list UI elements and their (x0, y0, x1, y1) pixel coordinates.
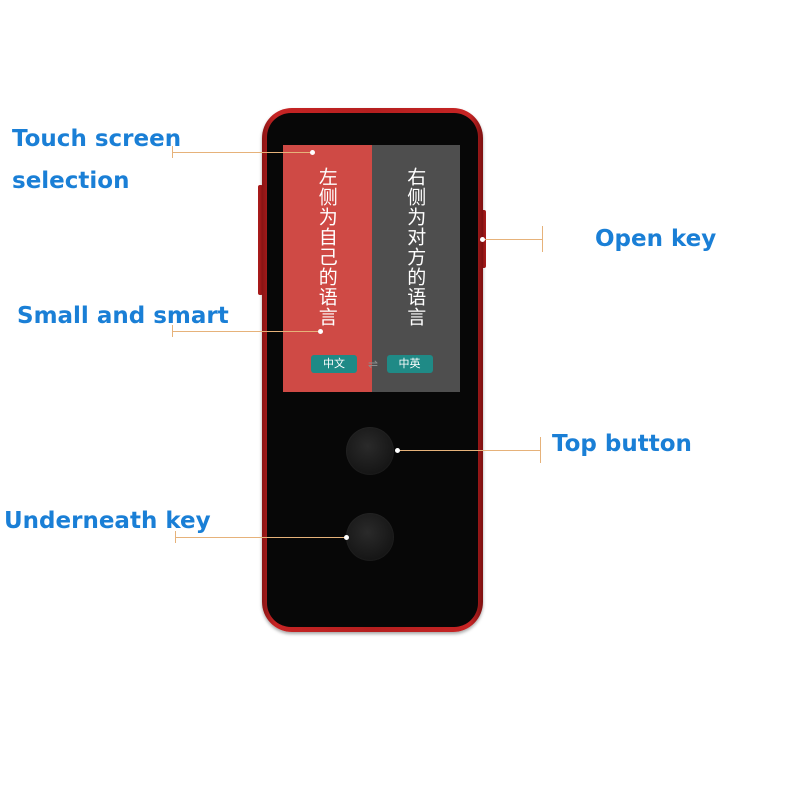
touch-screen-callout-line1: Touch screen (12, 126, 182, 152)
top-button-leader-dot (395, 448, 400, 453)
small-smart-leader-dot (318, 329, 323, 334)
underneath-key-callout: Underneath key (4, 508, 211, 534)
touch-screen: 左侧为自己的语言 中文 右侧为对方的语言 中英 (283, 145, 460, 392)
touch-screen-leader (172, 152, 312, 153)
left-side-key (258, 185, 263, 295)
left-language-badge: 中文 (311, 355, 357, 373)
underneath-key-leader-tick (175, 531, 176, 543)
small-smart-leader (172, 331, 320, 332)
top-round-button (346, 427, 394, 475)
open-key-callout: Open key (595, 226, 717, 252)
swap-arrows-icon: ⇌ (367, 357, 379, 371)
top-button-callout: Top button (552, 431, 692, 457)
underneath-key-leader (175, 537, 347, 538)
touch-screen-leader-tick (172, 146, 173, 158)
screen-left-pane: 左侧为自己的语言 中文 (283, 145, 372, 392)
touch-screen-callout-line2: selection (12, 168, 130, 194)
open-key-leader-tick (542, 226, 543, 252)
top-button-leader (398, 450, 540, 451)
open-key-leader (482, 239, 542, 240)
top-button-leader-tick (540, 437, 541, 463)
screen-right-pane: 右侧为对方的语言 中英 (371, 145, 460, 392)
small-smart-leader-tick (172, 325, 173, 337)
touch-screen-leader-dot (310, 150, 315, 155)
underneath-key-leader-dot (344, 535, 349, 540)
touch-screen-callout: Touch screen selection (12, 118, 181, 202)
small-and-smart-callout: Small and smart (17, 303, 229, 329)
left-pane-text: 左侧为自己的语言 (315, 167, 338, 327)
underneath-round-button (346, 513, 394, 561)
open-key-leader-dot (480, 237, 485, 242)
right-pane-text: 右侧为对方的语言 (404, 167, 427, 327)
right-language-badge: 中英 (386, 355, 433, 373)
